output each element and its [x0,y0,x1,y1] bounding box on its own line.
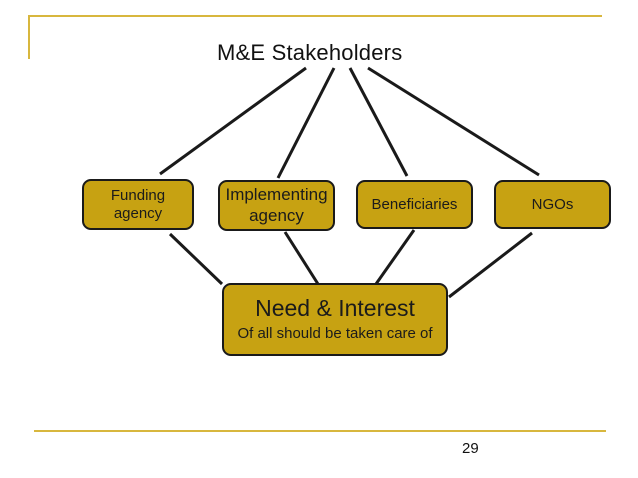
need-interest-title: Need & Interest [255,295,415,322]
bottom-rule [34,430,606,432]
stakeholder-implementing-agency: Implementing agency [218,180,335,231]
connector-ngos-center [448,231,533,299]
stakeholder-beneficiaries: Beneficiaries [356,180,473,229]
stakeholder-label-line1: Funding [110,186,166,204]
stakeholder-label-line1: Implementing [225,185,328,205]
connector-funding-center [168,232,224,286]
stakeholder-label-line2: agency [113,204,163,222]
need-interest-subtitle: Of all should be taken care of [237,324,433,342]
need-interest-box: Need & Interest Of all should be taken c… [222,283,448,356]
stakeholder-funding-agency: Funding agency [82,179,194,230]
connector-implementing-center [283,231,320,285]
connector-beneficiaries-center [374,229,416,285]
stakeholder-ngos: NGOs [494,180,611,229]
top-rule [28,15,602,17]
stakeholder-label-line1: NGOs [531,195,574,213]
page-title: M&E Stakeholders [217,40,403,65]
connector-title-beneficiaries [348,67,409,177]
connector-title-funding [159,66,307,176]
page-number: 29 [462,440,479,457]
left-rule [28,15,30,59]
connector-title-implementing [276,67,336,179]
stakeholder-label-line1: Beneficiaries [371,195,458,213]
connector-title-ngos [367,66,540,177]
stakeholder-label-line2: agency [249,205,304,225]
